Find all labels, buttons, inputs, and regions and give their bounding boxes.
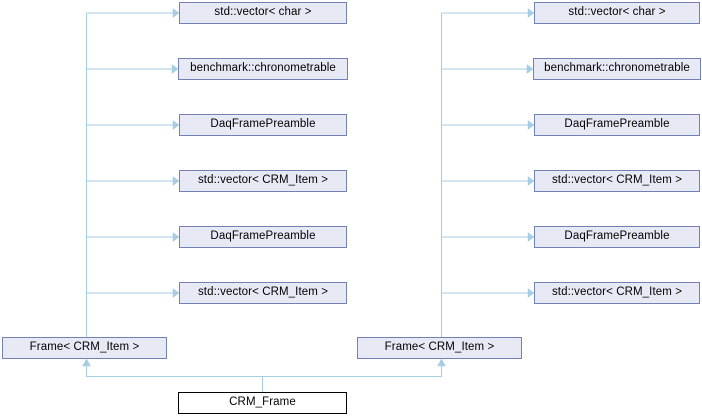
node-label: Frame< CRM_Item > xyxy=(29,341,140,354)
node-daqframepreamble-right-1[interactable]: DaqFramePreamble xyxy=(534,114,700,136)
node-label: std::vector< char > xyxy=(568,6,666,19)
node-label: std::vector< CRM_Item > xyxy=(197,286,329,299)
node-label: DaqFramePreamble xyxy=(564,118,670,131)
node-std-vector-char-left[interactable]: std::vector< char > xyxy=(179,2,347,24)
node-label: std::vector< CRM_Item > xyxy=(551,174,683,187)
edge-group-right-usage xyxy=(441,8,535,337)
node-label: DaqFramePreamble xyxy=(210,230,316,243)
node-daqframepreamble-left-1[interactable]: DaqFramePreamble xyxy=(179,114,347,136)
edge-group-inheritance xyxy=(82,358,446,392)
node-label: DaqFramePreamble xyxy=(210,118,316,131)
node-std-vector-crm-item-right-1[interactable]: std::vector< CRM_Item > xyxy=(534,170,700,192)
arrowhead-inherit-right xyxy=(437,358,446,367)
node-label: std::vector< CRM_Item > xyxy=(551,286,683,299)
node-daqframepreamble-left-2[interactable]: DaqFramePreamble xyxy=(179,226,347,248)
node-std-vector-char-right[interactable]: std::vector< char > xyxy=(534,2,700,24)
node-benchmark-chronometrable-left[interactable]: benchmark::chronometrable xyxy=(178,58,348,80)
node-label: benchmark::chronometrable xyxy=(544,62,690,75)
edge-crmframe-to-frame-right xyxy=(262,366,442,377)
node-daqframepreamble-right-2[interactable]: DaqFramePreamble xyxy=(534,226,700,248)
edge-crmframe-to-frame-left xyxy=(86,366,263,392)
node-std-vector-crm-item-left-2[interactable]: std::vector< CRM_Item > xyxy=(179,282,347,304)
arrowhead-inherit-left xyxy=(82,358,91,367)
edge-group-left-usage xyxy=(86,8,180,337)
node-frame-crm-item-left[interactable]: Frame< CRM_Item > xyxy=(2,337,167,359)
node-label: CRM_Frame xyxy=(229,396,296,409)
node-std-vector-crm-item-right-2[interactable]: std::vector< CRM_Item > xyxy=(534,282,700,304)
node-std-vector-crm-item-left-1[interactable]: std::vector< CRM_Item > xyxy=(179,170,347,192)
node-frame-crm-item-right[interactable]: Frame< CRM_Item > xyxy=(357,337,522,359)
node-label: Frame< CRM_Item > xyxy=(384,341,495,354)
node-label: benchmark::chronometrable xyxy=(190,62,336,75)
node-label: std::vector< CRM_Item > xyxy=(197,174,329,187)
node-label: std::vector< char > xyxy=(214,6,312,19)
node-label: DaqFramePreamble xyxy=(564,230,670,243)
node-benchmark-chronometrable-right[interactable]: benchmark::chronometrable xyxy=(533,58,701,80)
node-crm-frame[interactable]: CRM_Frame xyxy=(178,392,347,414)
